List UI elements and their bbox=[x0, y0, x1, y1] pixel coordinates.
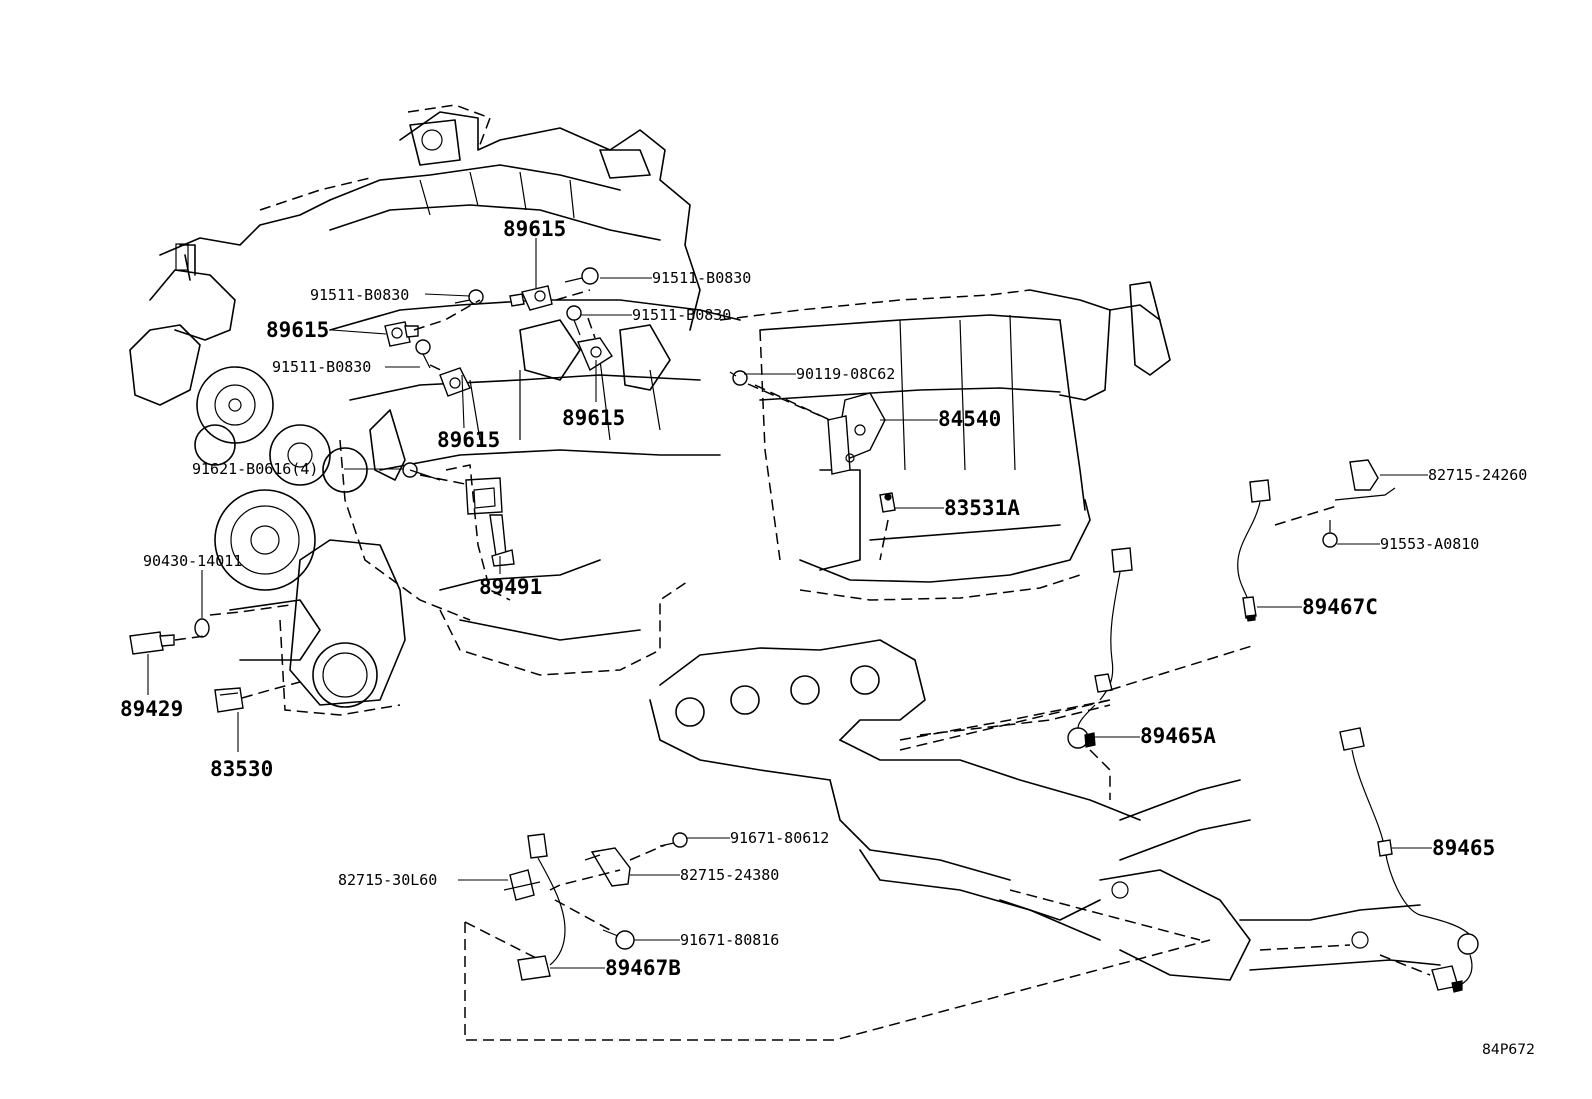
label-91511-b0830-left-mid[interactable]: 91511-B0830 bbox=[272, 358, 371, 376]
label-91671-80816[interactable]: 91671-80816 bbox=[680, 931, 779, 949]
label-84540[interactable]: 84540 bbox=[938, 407, 1001, 431]
label-89615-left[interactable]: 89615 bbox=[266, 318, 329, 342]
label-89615-top[interactable]: 89615 bbox=[503, 217, 566, 241]
label-89465a[interactable]: 89465A bbox=[1140, 724, 1216, 748]
oxygen-sensors bbox=[503, 459, 1479, 993]
label-91671-80612[interactable]: 91671-80612 bbox=[730, 829, 829, 847]
label-90430-14011[interactable]: 90430-14011 bbox=[143, 552, 242, 570]
label-83531a[interactable]: 83531A bbox=[944, 496, 1020, 520]
label-82715-24380[interactable]: 82715-24380 bbox=[680, 866, 779, 884]
label-89615-mid[interactable]: 89615 bbox=[437, 428, 500, 452]
label-83530[interactable]: 83530 bbox=[210, 757, 273, 781]
leader-lines bbox=[147, 238, 1432, 969]
label-82715-30l60[interactable]: 82715-30L60 bbox=[338, 871, 437, 889]
part-labels: 89615 91511-B0830 91511-B0830 91511-B083… bbox=[120, 217, 1535, 1058]
label-89491[interactable]: 89491 bbox=[479, 575, 542, 599]
label-89615-right[interactable]: 89615 bbox=[562, 406, 625, 430]
label-89429[interactable]: 89429 bbox=[120, 697, 183, 721]
diagram-code: 84P672 bbox=[1482, 1042, 1535, 1058]
small-parts-left bbox=[129, 462, 896, 713]
label-89467b[interactable]: 89467B bbox=[605, 956, 681, 980]
label-90119-08c62[interactable]: 90119-08C62 bbox=[796, 365, 895, 383]
label-91511-b0830-mid-right[interactable]: 91511-B0830 bbox=[632, 306, 731, 324]
label-91553-a0810[interactable]: 91553-A0810 bbox=[1380, 535, 1479, 553]
label-91511-b0830-top-right[interactable]: 91511-B0830 bbox=[652, 269, 751, 287]
label-91621-b0616[interactable]: 91621-B0616(4) bbox=[192, 460, 318, 478]
reference-dashes bbox=[174, 289, 1256, 1041]
engine-assembly bbox=[129, 104, 741, 716]
exhaust-assembly bbox=[649, 639, 1441, 981]
label-89467c[interactable]: 89467C bbox=[1302, 595, 1378, 619]
label-89465[interactable]: 89465 bbox=[1432, 836, 1495, 860]
label-91511-b0830-left-top[interactable]: 91511-B0830 bbox=[310, 286, 409, 304]
label-82715-24260[interactable]: 82715-24260 bbox=[1428, 466, 1527, 484]
transmission-assembly bbox=[719, 281, 1171, 601]
